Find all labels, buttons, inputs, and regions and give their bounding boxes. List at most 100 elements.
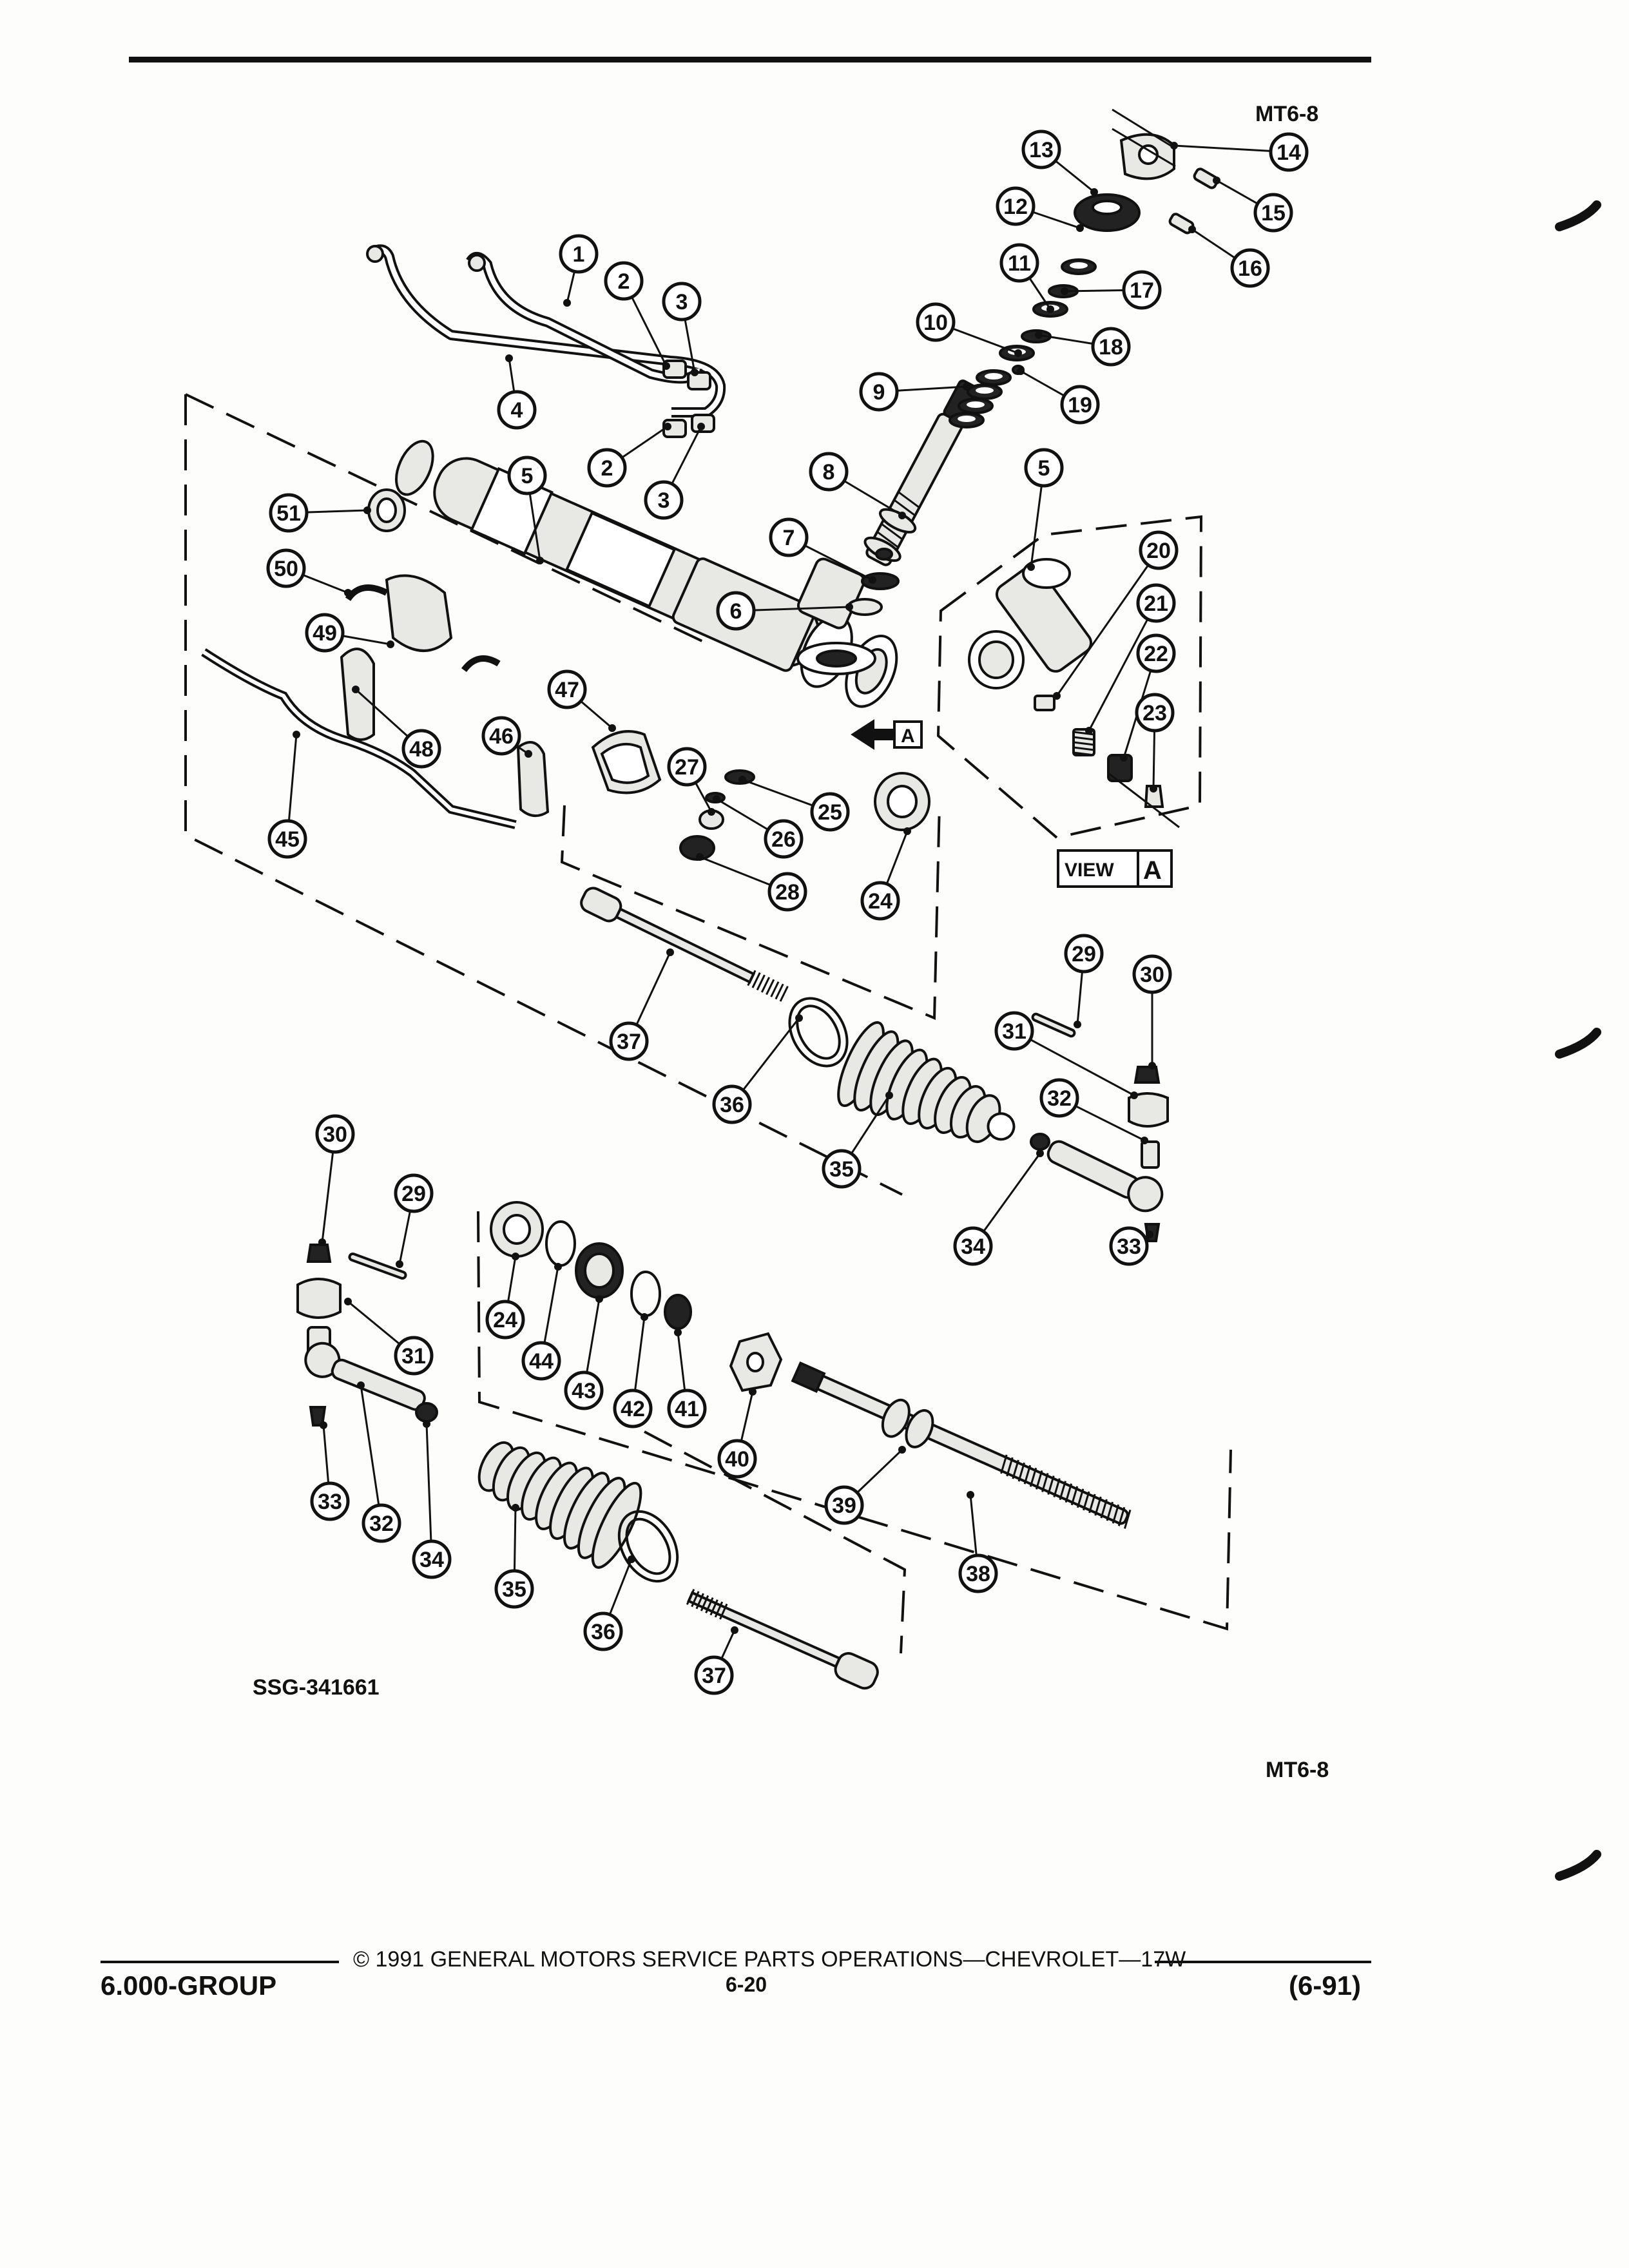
leader-arrowhead xyxy=(387,640,394,648)
leader-arrowhead xyxy=(1148,1062,1156,1070)
callout-number: 16 xyxy=(1238,256,1262,281)
callout-number: 12 xyxy=(1003,195,1028,219)
callout-number: 4 xyxy=(511,398,523,423)
callout-circle xyxy=(394,1336,434,1376)
callout-circle xyxy=(266,548,306,588)
leader-arrowhead xyxy=(749,1388,757,1396)
callout-circle xyxy=(958,1553,998,1593)
callout-number: 10 xyxy=(923,311,948,335)
inner-rod-shaft-37l xyxy=(687,1591,842,1669)
callout-circle xyxy=(613,1389,653,1428)
callout-circle xyxy=(609,1021,649,1061)
callout-number: 37 xyxy=(702,1664,726,1688)
callout-circle xyxy=(767,872,807,912)
leader-arrowhead xyxy=(1213,177,1220,184)
callout-number: 43 xyxy=(572,1379,596,1403)
callout-number: 3 xyxy=(676,290,688,314)
leader-arrowhead xyxy=(1085,727,1093,735)
boot-fold-35l xyxy=(591,1481,642,1569)
leader-arrowhead xyxy=(554,1263,562,1271)
leader-arrowhead xyxy=(512,1253,519,1260)
leader-arrowhead xyxy=(898,512,906,519)
callout-number: 32 xyxy=(1047,1086,1072,1111)
leader-arrowhead xyxy=(1076,224,1084,232)
nut-7b xyxy=(875,548,893,561)
fluid-line-4 xyxy=(368,244,726,418)
callout-number: 35 xyxy=(502,1577,526,1602)
callout-number: 36 xyxy=(591,1620,615,1644)
clamp-46 xyxy=(516,741,550,817)
callout-number: 48 xyxy=(409,737,434,762)
leader-line xyxy=(1055,550,1160,697)
callout-circle xyxy=(485,1300,525,1340)
callout-number: 1 xyxy=(573,242,585,267)
callout-circle xyxy=(1024,448,1064,488)
leader-arrowhead xyxy=(666,948,674,956)
leader-arrowhead xyxy=(423,1420,430,1428)
callout-number: 51 xyxy=(276,501,301,526)
callout-circle xyxy=(667,1389,707,1428)
callout-number: 7 xyxy=(783,526,795,550)
callout-number: 23 xyxy=(1142,701,1167,726)
leader-arrowhead xyxy=(512,1504,519,1512)
leader-arrowhead xyxy=(352,686,360,693)
callout-circle xyxy=(583,1611,623,1651)
seal-31l xyxy=(296,1278,342,1319)
castle-nut-30r xyxy=(1133,1066,1161,1084)
callout-number: 27 xyxy=(675,755,699,780)
callout-circle xyxy=(1253,193,1293,233)
inner-tie-rod-icon xyxy=(580,887,789,1002)
callout-circle xyxy=(559,234,599,274)
leader-arrowhead xyxy=(1074,1021,1081,1028)
callout-circle xyxy=(916,302,956,342)
leader-arrowhead xyxy=(1035,331,1043,339)
leader-arrowhead xyxy=(664,423,671,430)
view-a-caption-box xyxy=(1057,849,1173,888)
view-a-arrow xyxy=(851,719,894,750)
leader-arrowhead xyxy=(691,369,699,376)
leader-arrowhead xyxy=(1036,1149,1044,1157)
leader-arrowhead xyxy=(344,589,352,597)
callout-circle xyxy=(764,819,804,859)
callout-circle xyxy=(269,493,309,533)
callout-circle xyxy=(547,669,587,709)
leader-arrowhead xyxy=(536,557,544,564)
callout-circle xyxy=(394,1173,434,1213)
leader-arrowhead xyxy=(708,808,715,816)
callout-circle xyxy=(667,747,707,787)
inner-tie-rod-left-icon xyxy=(686,1588,879,1690)
leader-arrowhead xyxy=(1141,1137,1148,1144)
callout-number: 44 xyxy=(529,1349,554,1374)
leader-arrowhead xyxy=(674,1329,682,1336)
leader-arrowhead xyxy=(608,724,616,732)
figure-code-bottom: MT6-8 xyxy=(1266,1758,1329,1782)
leader-arrowhead xyxy=(713,795,720,803)
callout-circle xyxy=(507,456,547,495)
callout-circle xyxy=(860,881,900,921)
callout-circle xyxy=(1039,1078,1079,1118)
boundary-main-left xyxy=(184,394,903,1196)
line-fitting-a xyxy=(366,245,384,263)
inner-rod-shaft-37 xyxy=(614,907,756,984)
leader-arrowhead xyxy=(357,1381,365,1389)
callout-circle xyxy=(494,1569,534,1609)
callout-number: 14 xyxy=(1277,140,1301,165)
leader-arrowhead xyxy=(1053,692,1061,700)
callout-circle xyxy=(716,591,756,631)
callout-circle xyxy=(310,1481,350,1521)
callout-circle xyxy=(717,1439,757,1479)
pinion-centerline-top xyxy=(1112,108,1173,148)
leader-arrowhead xyxy=(1170,142,1178,149)
callout-number: 45 xyxy=(275,827,300,852)
ring-39a xyxy=(881,1398,911,1438)
callout-circle xyxy=(809,452,849,492)
figure-id: SSG-341661 xyxy=(253,1675,380,1700)
leader-arrowhead xyxy=(903,827,911,835)
callout-circle xyxy=(401,729,441,769)
callout-number: 2 xyxy=(601,456,613,481)
leader-arrowhead xyxy=(1150,785,1157,793)
snap-ring-50b xyxy=(461,655,501,673)
callout-number: 33 xyxy=(318,1490,342,1514)
leader-arrowhead xyxy=(963,383,970,390)
